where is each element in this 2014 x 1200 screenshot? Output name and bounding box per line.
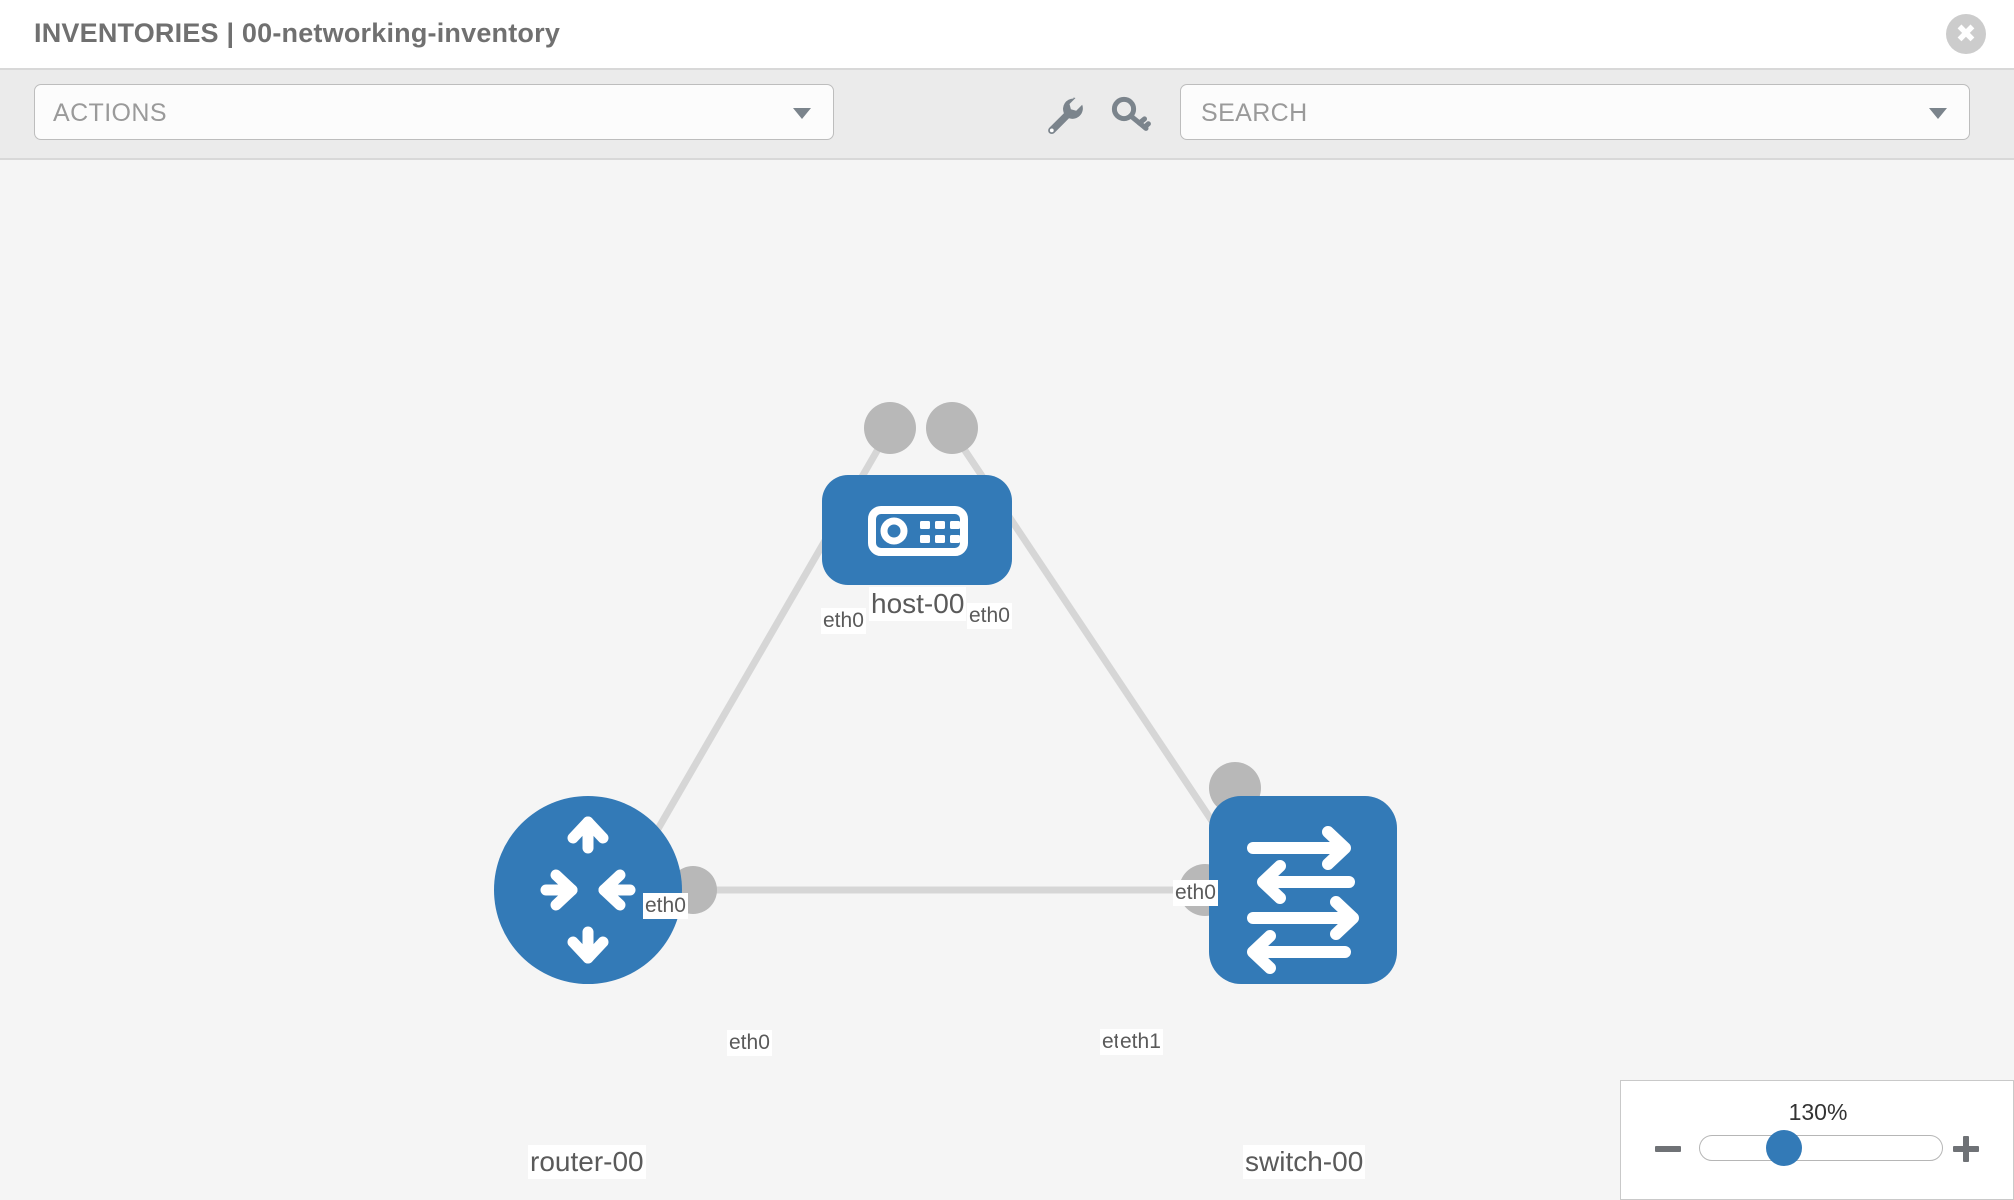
actions-dropdown-label: ACTIONS — [53, 99, 167, 127]
node-label-host-00: host-00 — [869, 587, 967, 621]
edge-label-host-left: eth0 — [821, 608, 866, 634]
node-switch-00[interactable] — [1209, 796, 1397, 984]
edge-label-router-up: eth0 — [643, 893, 688, 919]
zoom-slider-handle[interactable] — [1766, 1130, 1802, 1166]
search-chevron-down-icon[interactable] — [1929, 108, 1947, 119]
plus-icon-vertical — [1963, 1136, 1969, 1162]
close-icon: ✖ — [1955, 19, 1977, 48]
wrench-icon[interactable] — [1040, 92, 1086, 138]
page-title: INVENTORIES | 00-networking-inventory — [34, 18, 561, 48]
search-field-wrapper[interactable] — [1180, 84, 1970, 141]
zoom-in-button[interactable] — [1951, 1134, 1981, 1164]
connector-host-left — [864, 402, 916, 454]
zoom-slider-track[interactable] — [1699, 1135, 1943, 1161]
edge-label-switch-left-b: eth1 — [1118, 1029, 1163, 1055]
toolbar: ACTIONS — [0, 70, 2014, 160]
page-header: INVENTORIES | 00-networking-inventory ✖ — [0, 0, 2014, 70]
node-label-router-00: router-00 — [528, 1145, 646, 1179]
zoom-level-value: 130% — [1788, 1099, 1848, 1125]
node-label-switch-00: switch-00 — [1243, 1145, 1366, 1179]
edge-label-switch-up: eth0 — [1173, 880, 1218, 906]
zoom-control-panel: 130% — [1620, 1080, 2014, 1200]
minus-icon — [1655, 1146, 1681, 1152]
node-host-00[interactable] — [822, 475, 1012, 585]
edge-label-router-right: eth0 — [727, 1030, 772, 1056]
topology-graph — [494, 402, 1397, 984]
connector-host-right — [926, 402, 978, 454]
zoom-out-button[interactable] — [1653, 1134, 1683, 1164]
node-router-00[interactable] — [494, 796, 682, 984]
close-button[interactable]: ✖ — [1946, 14, 1986, 54]
edge-label-host-right: eth0 — [967, 603, 1012, 629]
key-icon[interactable] — [1108, 92, 1154, 138]
chevron-down-icon — [793, 108, 811, 119]
search-input[interactable] — [1199, 85, 1903, 141]
actions-dropdown[interactable]: ACTIONS — [34, 84, 834, 140]
topology-canvas[interactable]: host-00 router-00 switch-00 eth0 eth0 et… — [0, 160, 2014, 1200]
